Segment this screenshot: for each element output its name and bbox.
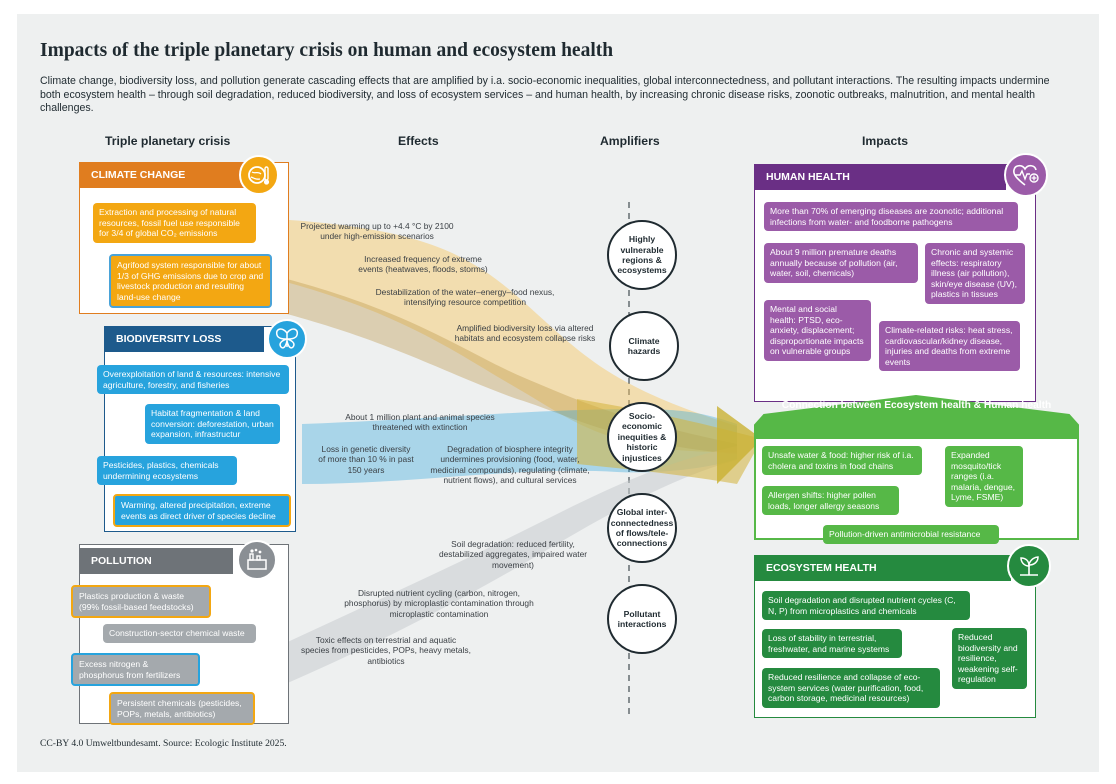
amplifier-global-interconnectedness: Global inter-connectedness of flows/tele… bbox=[607, 493, 677, 563]
effect-climate-1: Projected warming up to +4.4 °C by 2100 … bbox=[300, 221, 454, 242]
page-title: Impacts of the triple planetary crisis o… bbox=[40, 40, 614, 61]
biodiversity-item-1: Overexploitation of land & resources: in… bbox=[97, 365, 289, 395]
effect-climate-2: Increased frequency of extreme events (h… bbox=[358, 254, 488, 275]
amplifier-socio-economic: Socio-economic inequities & historic inj… bbox=[607, 402, 677, 472]
effect-biodiversity-3: Degradation of biosphere integrity under… bbox=[430, 444, 590, 486]
column-header-crisis: Triple planetary crisis bbox=[105, 134, 231, 148]
pollution-heading: POLLUTION bbox=[79, 548, 233, 574]
ecosystem-health-heading: ECOSYSTEM HEALTH bbox=[754, 555, 1011, 581]
column-header-amplifiers: Amplifiers bbox=[600, 134, 660, 148]
amplifier-climate-hazards: Climate hazards bbox=[609, 311, 679, 381]
effect-climate-4: Amplified biodiversity loss via altered … bbox=[454, 323, 596, 344]
sprout-icon bbox=[1007, 544, 1051, 588]
human-item-3: Chronic and systemic effects: respirator… bbox=[925, 243, 1025, 304]
climate-heading: CLIMATE CHANGE bbox=[79, 162, 261, 188]
amplifier-vulnerable-regions: Highly vulnerable regions & ecosystems bbox=[607, 220, 677, 290]
connection-item-2: Expanded mosquito/tick ranges (i.a. mala… bbox=[945, 446, 1023, 507]
climate-flow-ribbon-dark bbox=[287, 279, 737, 454]
effect-pollution-2: Disrupted nutrient cycling (carbon, nitr… bbox=[344, 588, 534, 619]
human-item-4: Mental and social health: PTSD, eco-anxi… bbox=[764, 300, 871, 361]
climate-item-1: Extraction and processing of natural res… bbox=[93, 203, 256, 243]
butterfly-icon bbox=[267, 319, 307, 359]
infographic-canvas: Impacts of the triple planetary crisis o… bbox=[17, 14, 1099, 772]
connection-item-1: Unsafe water & food: higher risk of i.a.… bbox=[762, 446, 922, 476]
pollution-item-1: Plastics production & waste (99% fossil-… bbox=[71, 585, 211, 619]
human-item-2: About 9 million premature deaths annuall… bbox=[764, 243, 918, 283]
intro-text: Climate change, biodiversity loss, and p… bbox=[40, 75, 1050, 115]
climate-item-2: Agrifood system responsible for about 1/… bbox=[109, 254, 272, 309]
biodiversity-item-3: Pesticides, plastics, chemicals undermin… bbox=[97, 456, 237, 486]
footer-credit: CC-BY 4.0 Umweltbundesamt. Source: Ecolo… bbox=[40, 738, 287, 749]
connection-item-3: Allergen shifts: higher pollen loads, lo… bbox=[762, 486, 899, 516]
effect-biodiversity-2: Loss in genetic diversity of more than 1… bbox=[318, 444, 414, 475]
effect-climate-3: Destabilization of the water–energy–food… bbox=[375, 287, 555, 308]
heart-pulse-icon bbox=[1004, 153, 1048, 197]
biodiversity-item-4: Warming, altered precipitation, extreme … bbox=[113, 494, 291, 528]
column-header-effects: Effects bbox=[398, 134, 439, 148]
effect-pollution-1: Soil degradation: reduced fertility, des… bbox=[438, 539, 588, 570]
ecosystem-item-4: Reduced resilience and collapse of eco-s… bbox=[762, 668, 940, 708]
climate-flow-ribbon bbox=[275, 219, 737, 453]
effect-pollution-3: Toxic effects on terrestrial and aquatic… bbox=[301, 635, 471, 666]
human-item-5: Climate-related risks: heat stress, card… bbox=[879, 321, 1020, 372]
pollution-item-4: Persistent chemicals (pesticides, POPs, … bbox=[109, 692, 255, 726]
ecosystem-item-3: Reduced biodiversity and resilience, wea… bbox=[952, 628, 1027, 689]
amplifier-pollutant-interactions: Pollutant interactions bbox=[607, 584, 677, 654]
biodiversity-item-2: Habitat fragmentation & land conversion:… bbox=[145, 404, 280, 444]
pollution-item-3: Excess nitrogen & phosphorus from fertil… bbox=[71, 653, 200, 687]
column-header-impacts: Impacts bbox=[862, 134, 909, 148]
globe-thermometer-icon bbox=[239, 155, 279, 195]
human-item-1: More than 70% of emerging diseases are z… bbox=[764, 202, 1018, 232]
biodiversity-heading: BIODIVERSITY LOSS bbox=[104, 326, 264, 352]
connection-item-4: Pollution-driven antimicrobial resistanc… bbox=[823, 525, 999, 544]
connection-heading: Connection between Ecosystem health & Hu… bbox=[781, 400, 1052, 411]
factory-icon bbox=[237, 540, 277, 580]
human-health-heading: HUMAN HEALTH bbox=[754, 164, 1006, 190]
ecosystem-item-1: Soil degradation and disrupted nutrient … bbox=[762, 591, 970, 621]
pollution-item-2: Construction-sector chemical waste bbox=[103, 624, 256, 643]
ecosystem-item-2: Loss of stability in terrestrial, freshw… bbox=[762, 629, 902, 659]
effect-biodiversity-1: About 1 million plant and animal species… bbox=[345, 412, 495, 433]
flow-arrow-head bbox=[717, 406, 762, 484]
